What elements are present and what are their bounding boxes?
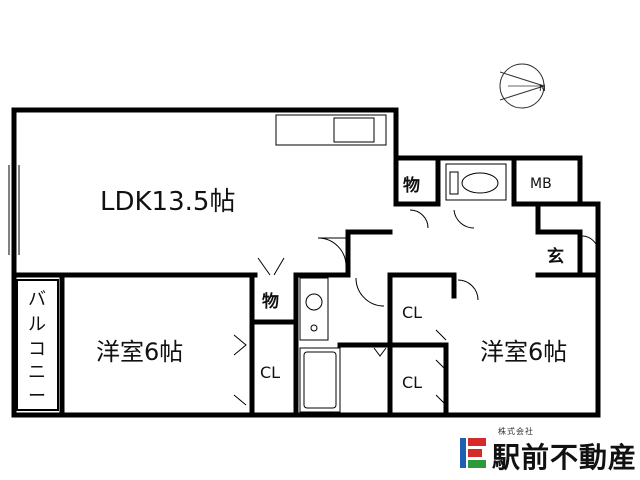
- kitchen-counter: [275, 114, 387, 146]
- svg-text:ニ: ニ: [28, 362, 46, 383]
- room-label-closet-left: CL: [260, 363, 280, 382]
- walls: [11, 107, 601, 418]
- compass-icon: N: [499, 63, 546, 109]
- company-type-label: 株式会社: [498, 427, 534, 436]
- company-name: 駅前不動産: [492, 441, 638, 474]
- room-label-western-left: 洋室6帖: [96, 338, 183, 366]
- company-logo-icon: [460, 438, 486, 468]
- room-label-closet-right-top: CL: [402, 303, 422, 322]
- svg-text:バ: バ: [28, 289, 46, 310]
- company-logo: 株式会社 駅前不動産: [458, 426, 638, 474]
- room-label-ldk: LDK13.5帖: [100, 187, 235, 217]
- balcony: [16, 279, 59, 411]
- ldk-window: [8, 165, 20, 255]
- room-label-storage-mid: 物: [262, 291, 279, 312]
- compass-north-label: N: [539, 84, 546, 94]
- svg-text:ル: ル: [28, 314, 46, 335]
- room-label-balcony: バ ル コ ニ ー: [28, 289, 46, 407]
- svg-text:コ: コ: [28, 339, 46, 360]
- room-label-closet-right-bottom: CL: [402, 373, 422, 392]
- room-label-mb: MB: [530, 176, 552, 192]
- toilet-icon: [445, 163, 507, 201]
- washroom-fixtures: [299, 277, 341, 413]
- svg-text:ー: ー: [28, 386, 46, 407]
- room-label-entrance: 玄: [547, 246, 564, 267]
- room-label-storage-top: 物: [403, 175, 420, 196]
- doors: [233, 209, 599, 406]
- room-label-western-right: 洋室6帖: [480, 338, 567, 366]
